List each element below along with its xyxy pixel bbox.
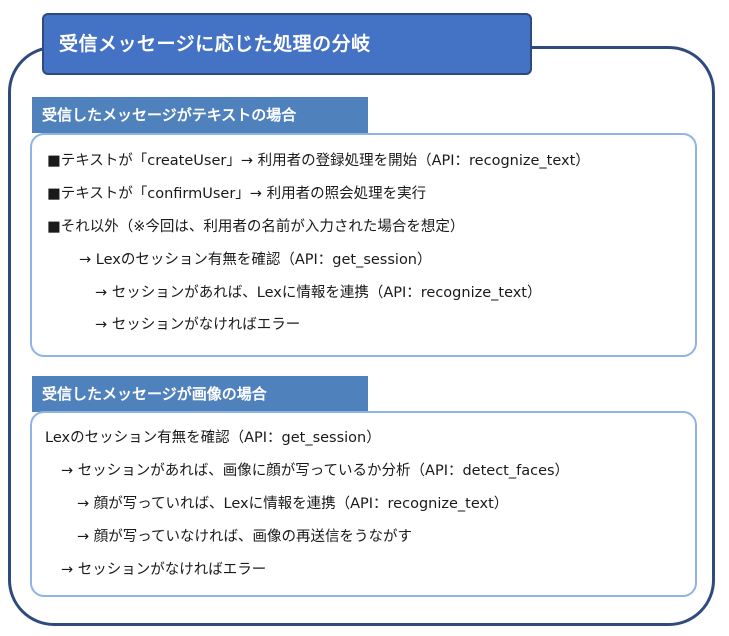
step-no-session-error: → セッションがなければエラー xyxy=(95,317,301,333)
section-box-text-message: ■テキストが「createUser」→ 利用者の登録処理を開始（API：reco… xyxy=(30,133,697,357)
branch-confirm-user: ■テキストが「confirmUser」→ 利用者の照会処理を実行 xyxy=(47,186,427,202)
step-face-found: → 顔が写っていれば、Lexに情報を連携（API：recognize_text） xyxy=(77,496,509,512)
section-heading-image-message: 受信したメッセージが画像の場合 xyxy=(32,376,368,412)
branch-otherwise: ■それ以外（※今回は、利用者の名前が入力された場合を想定） xyxy=(47,219,465,235)
diagram-title: 受信メッセージに応じた処理の分岐 xyxy=(42,13,532,75)
section-box-image-message: Lexのセッション有無を確認（API：get_session） → セッションが… xyxy=(30,411,697,597)
branch-create-user: ■テキストが「createUser」→ 利用者の登録処理を開始（API：reco… xyxy=(47,153,590,169)
step-face-not-found: → 顔が写っていなければ、画像の再送信をうながす xyxy=(77,529,413,545)
step-session-exists: → セッションがあれば、Lexに情報を連携（API：recognize_text… xyxy=(95,285,542,301)
step-no-session-error-image: → セッションがなければエラー xyxy=(61,562,267,578)
section-heading-text-message: 受信したメッセージがテキストの場合 xyxy=(32,97,368,133)
step-check-lex-session-image: Lexのセッション有無を確認（API：get_session） xyxy=(45,430,381,446)
step-check-lex-session: → Lexのセッション有無を確認（API：get_session） xyxy=(79,252,432,268)
step-detect-faces: → セッションがあれば、画像に顔が写っているか分析（API：detect_fac… xyxy=(61,463,570,479)
